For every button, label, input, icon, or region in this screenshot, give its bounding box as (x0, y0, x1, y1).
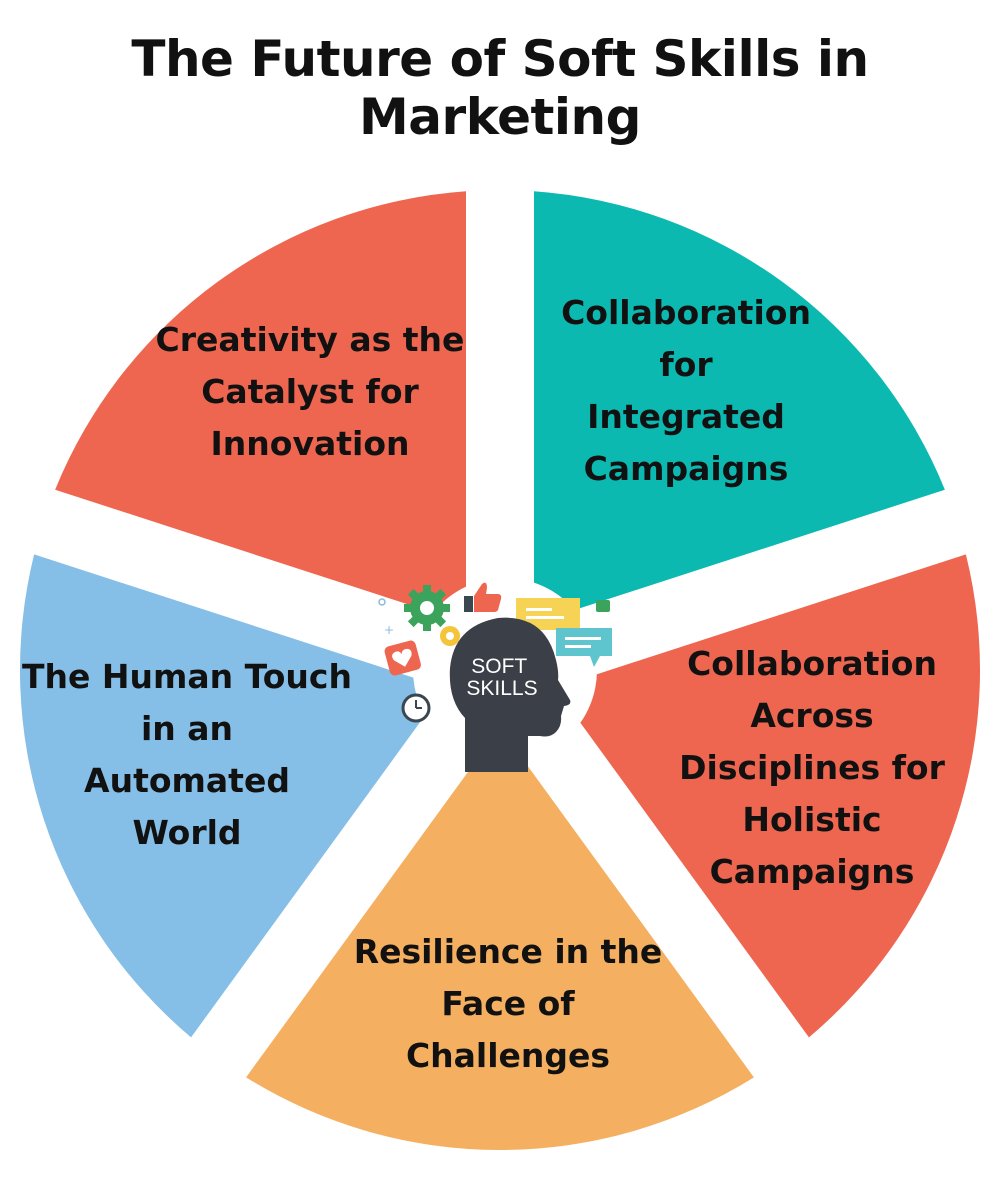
segment-collaboration-disciplines (570, 554, 981, 1038)
center-label-line: SOFT (471, 655, 527, 678)
page-title: The Future of Soft Skills in Marketing (131, 30, 869, 146)
segment-label-line: World (132, 813, 241, 852)
plus-icon: + (384, 623, 394, 637)
segment-label-line: for (659, 345, 713, 384)
heart-message-icon (384, 640, 421, 676)
segments-layer (19, 191, 981, 1150)
segment-label-line: Campaigns (584, 449, 789, 488)
segment-label-line: The Human Touch (22, 657, 352, 696)
segment-label-line: in an (141, 709, 233, 748)
small-gear-icon (440, 626, 460, 646)
thumbs-up-icon (464, 582, 502, 612)
segment-label-line: Collaboration (561, 293, 811, 332)
segment-label-line: Innovation (211, 424, 410, 463)
segment-label-line: Across (750, 696, 873, 735)
segment-label-line: Automated (84, 761, 290, 800)
clock-icon (401, 693, 431, 723)
segment-label-line: Collaboration (687, 644, 937, 683)
segment-label-line: Catalyst for (201, 372, 419, 411)
segment-resilience (246, 748, 754, 1150)
segment-label-line: Resilience in the (354, 932, 663, 971)
gear-icon (404, 585, 450, 631)
segment-label-line: Campaigns (710, 852, 915, 891)
segment-label-line: Challenges (406, 1036, 610, 1075)
speech-bubble-icon (516, 598, 612, 667)
chat-square-icon (596, 600, 610, 612)
center-label: SOFT SKILLS (466, 655, 537, 700)
segment-label-line: Face of (441, 984, 575, 1023)
segment-creativity (55, 191, 467, 616)
segment-label-line: Disciplines for (679, 748, 945, 787)
segment-label-line: Holistic (742, 800, 881, 839)
segment-human-touch (19, 554, 430, 1038)
segment-collaboration-integrated (534, 191, 945, 616)
segment-label-line: Creativity as the (156, 320, 465, 359)
center-label-line: SKILLS (466, 677, 537, 700)
dot-icon (378, 598, 386, 606)
head-silhouette-icon (449, 617, 571, 772)
segment-label-line: Integrated (587, 397, 785, 436)
